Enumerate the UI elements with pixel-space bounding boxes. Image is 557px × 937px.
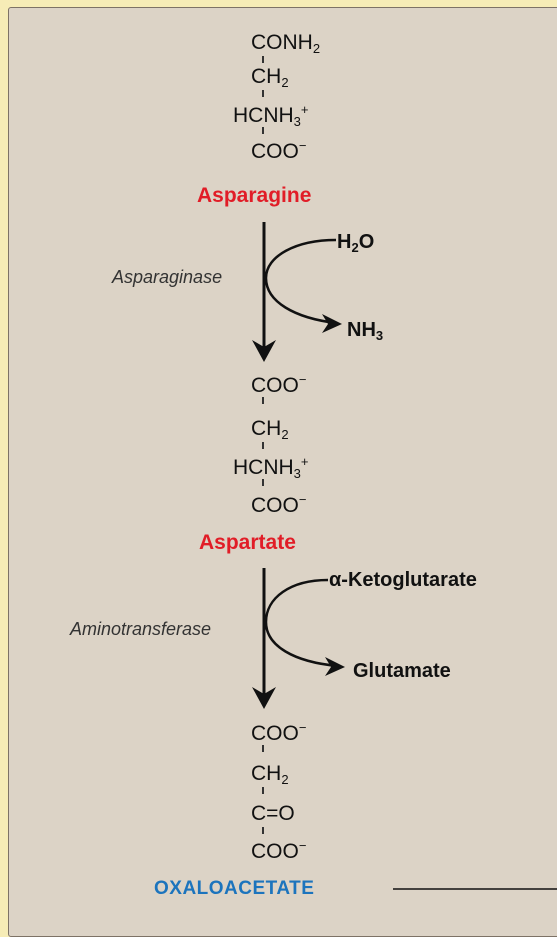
oxaloacetate-row-4: COO− xyxy=(251,838,307,863)
bond-line xyxy=(262,827,264,834)
bond-line xyxy=(262,442,264,449)
oxaloacetate-row-3: C=O xyxy=(251,802,295,825)
step2-output-glutamate: Glutamate xyxy=(353,660,451,682)
bond-line xyxy=(262,90,264,97)
step1-side-arrowhead xyxy=(322,314,342,333)
aspartate-row-4: COO− xyxy=(251,492,307,517)
compound-name-oxaloacetate: OXALOACETATE xyxy=(154,878,315,899)
step1-arrowhead xyxy=(252,340,276,362)
step2-side-arrowhead xyxy=(325,657,345,676)
bond-line xyxy=(262,127,264,134)
asparagine-row-4: COO− xyxy=(251,138,307,163)
bond-line xyxy=(262,479,264,486)
aspartate-row-1: COO− xyxy=(251,372,307,397)
step2-input-alpha-ketoglutarate: α-Ketoglutarate xyxy=(329,569,477,591)
step1-output-ammonia: NH3 xyxy=(347,319,384,343)
step2-side-arrow xyxy=(264,578,339,668)
oxaloacetate-row-2: CH2 xyxy=(251,762,289,787)
asparagine-row-2: CH2 xyxy=(251,65,289,90)
compound-name-asparagine: Asparagine xyxy=(197,184,312,207)
aspartate-row-3: HCNH3+ xyxy=(233,454,309,481)
bond-line xyxy=(262,397,264,404)
diagram-panel xyxy=(8,7,557,937)
asparagine-row-1: CONH2 xyxy=(251,31,321,56)
bond-line xyxy=(262,745,264,752)
enzyme-asparaginase: Asparaginase xyxy=(112,267,223,287)
step1-side-arrow xyxy=(264,238,337,325)
bond-line xyxy=(262,56,264,63)
enzyme-aminotransferase: Aminotransferase xyxy=(70,619,212,639)
step1-input-water: H2O xyxy=(337,231,375,255)
oxaloacetate-row-1: COO− xyxy=(251,720,307,745)
step2-arrowhead xyxy=(252,687,276,709)
aspartate-row-2: CH2 xyxy=(251,417,289,442)
compound-name-aspartate: Aspartate xyxy=(199,531,296,554)
asparagine-row-3: HCNH3+ xyxy=(233,102,309,129)
bond-line xyxy=(262,787,264,794)
